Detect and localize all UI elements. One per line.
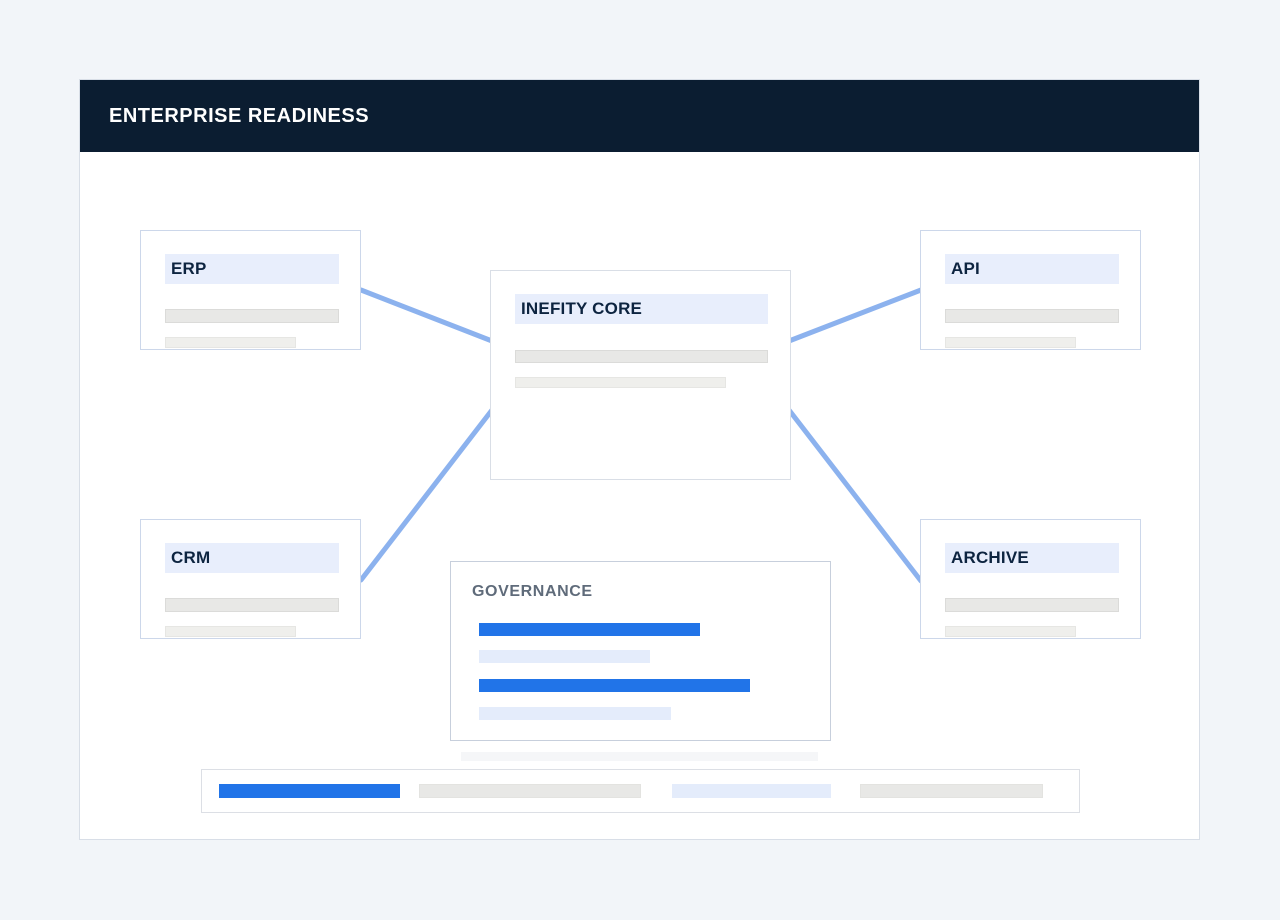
node-label: ERP (171, 259, 207, 278)
placeholder-bar (515, 377, 726, 388)
placeholder-bar (945, 337, 1076, 348)
diagram-panel: ENTERPRISE READINESS ERP API INEFITY COR… (79, 79, 1200, 840)
node-label: CRM (171, 548, 211, 567)
connector-archive-core (786, 407, 924, 584)
placeholder-bar (165, 626, 296, 637)
status-segment-blue (219, 784, 400, 798)
header: ENTERPRISE READINESS (80, 80, 1199, 152)
governance-title: GOVERNANCE (472, 583, 593, 600)
governance-bar-blue (479, 623, 700, 636)
node-erp: ERP (140, 230, 361, 350)
placeholder-bar (165, 337, 296, 348)
node-inefity-core: INEFITY CORE (490, 270, 791, 480)
node-title-bar: API (945, 254, 1119, 284)
placeholder-bar (945, 626, 1076, 637)
status-bar (201, 769, 1080, 813)
status-segment-gray (419, 784, 641, 798)
node-label: INEFITY CORE (521, 299, 643, 318)
page-title: ENTERPRISE READINESS (109, 104, 370, 127)
shadow-bar (461, 752, 818, 761)
connector-erp-core (358, 287, 495, 344)
governance-bar-blue (479, 679, 750, 692)
node-archive: ARCHIVE (920, 519, 1141, 639)
governance-panel: GOVERNANCE (450, 561, 831, 741)
connector-crm-core (358, 407, 495, 583)
node-title-bar: ERP (165, 254, 339, 284)
node-label: ARCHIVE (951, 548, 1029, 567)
node-title-bar: INEFITY CORE (515, 294, 768, 324)
status-segment-lightblue (672, 784, 831, 798)
node-api: API (920, 230, 1141, 350)
placeholder-bar (515, 350, 768, 363)
connector-api-core (786, 287, 924, 344)
placeholder-bar (945, 309, 1119, 323)
governance-bar-light (479, 650, 650, 663)
status-segment-gray (860, 784, 1043, 798)
node-label: API (951, 259, 980, 278)
placeholder-bar (945, 598, 1119, 612)
node-title-bar: CRM (165, 543, 339, 573)
placeholder-bar (165, 309, 339, 323)
governance-bar-light (479, 707, 671, 720)
placeholder-bar (165, 598, 339, 612)
node-crm: CRM (140, 519, 361, 639)
node-title-bar: ARCHIVE (945, 543, 1119, 573)
